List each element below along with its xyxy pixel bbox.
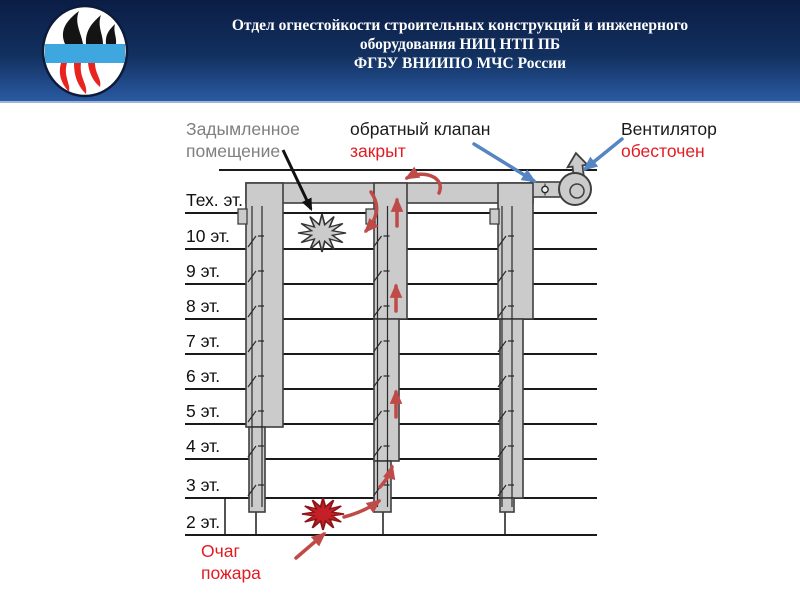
smoky-room-line-1: Задымленное <box>186 119 300 139</box>
middle-shaft <box>373 182 408 513</box>
slide-title: Отдел огнестойкости строительных констру… <box>170 16 750 73</box>
floor-label-6: 6 эт. <box>186 366 221 386</box>
header-banner: Отдел огнестойкости строительных констру… <box>0 0 800 103</box>
smoke-burst-icon <box>298 214 346 252</box>
floor-label-10: 10 эт. <box>186 226 230 246</box>
leader-arrows-blue <box>472 137 624 183</box>
floor-label-9: 9 эт. <box>186 261 221 281</box>
title-line-2: оборудования НИЦ НТП ПБ <box>359 36 561 53</box>
floor-label-4: 4 эт. <box>186 436 221 456</box>
check-valve-icon <box>541 183 549 196</box>
fan-line-1: Вентилятор <box>621 119 717 139</box>
smoke-flow-arrows <box>294 166 442 560</box>
title-line-1: Отдел огнестойкости строительных констру… <box>231 17 689 34</box>
floor-label-7: 7 эт. <box>186 331 221 351</box>
floor-label-2: 2 эт. <box>186 512 221 532</box>
check-valve-line-2: закрыт <box>350 141 406 161</box>
valve-ticks-middle <box>373 235 390 497</box>
title-line-3: ФГБУ ВНИИПО МЧС России <box>353 55 567 72</box>
fire-source-label: Очаг пожара <box>201 540 261 584</box>
fire-burst-icon <box>302 498 344 530</box>
check-valve-line-1: обратный клапан <box>350 119 491 139</box>
shaft-channels <box>247 206 514 507</box>
fan-label: Вентилятор обесточен <box>621 118 717 162</box>
floor-label-3: 3 эт. <box>186 475 221 495</box>
floor-label-8: 8 эт. <box>186 296 221 316</box>
floor-label-5: 5 эт. <box>186 401 221 421</box>
check-valve-pointer-icon <box>472 142 537 183</box>
fan-line-2: обесточен <box>621 141 705 161</box>
floor-label-tech: Тех. эт. <box>186 190 244 210</box>
fire-source-line-2: пожара <box>201 563 261 583</box>
valve-ticks-left <box>247 235 264 497</box>
smoky-room-label: Задымленное помещение <box>186 118 300 162</box>
valve-ticks-right <box>497 235 514 497</box>
fire-source-line-1: Очаг <box>201 541 240 561</box>
fire-label-arrow-icon <box>294 532 327 560</box>
check-valve-label: обратный клапан закрыт <box>350 118 490 162</box>
backflow-uturn-arrow-icon <box>404 166 442 195</box>
smoky-room-line-2: помещение <box>186 141 281 161</box>
fan-icon <box>558 151 592 206</box>
fan-pointer-icon <box>582 137 624 171</box>
vniipo-logo-icon <box>41 4 129 98</box>
smoky-room-pointer-icon <box>281 149 313 212</box>
right-shaft <box>497 182 534 513</box>
up-curve-arrow-icon <box>378 464 396 489</box>
spill-down-arrow-icon <box>364 190 379 234</box>
wall-stubs <box>224 499 506 535</box>
fire-entry-arrow-icon <box>342 499 382 519</box>
